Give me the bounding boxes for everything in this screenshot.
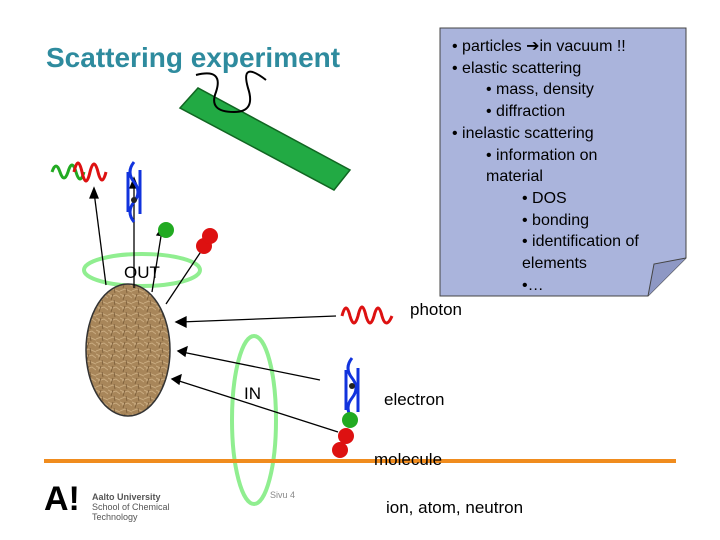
in-label: IN [244,384,261,403]
note-line: material [486,168,543,186]
molecule-top [158,222,218,254]
note-line: • elastic scattering [452,59,582,77]
in-ring [230,334,278,506]
note-line: • information on [486,146,598,164]
electron [344,357,360,419]
note-line: • DOS [522,189,567,207]
slide-number: Sivu 4 [270,490,296,500]
org-line-2: School of Chemical [92,502,170,512]
photon-wave-top-right [72,161,108,183]
out-ring [82,252,202,288]
note-line: • bonding [522,211,589,229]
electron-label: electron [384,390,445,409]
ion-atom-neutron-label: ion, atom, neutron [386,498,524,517]
note-line: • diffraction [486,103,566,121]
electron-top [126,161,142,223]
squiggle-line [195,70,267,114]
in-arrows [170,315,339,433]
note-line: • inelastic scattering [452,124,594,142]
note-text: • particles ➔in vacuum !! • elastic scatt… [452,36,639,296]
note-line: elements [522,255,587,273]
out-label: OUT [124,263,160,282]
org-line-1: Aalto University [92,492,161,502]
note-line: • mass, density [486,81,594,99]
org-name: Aalto University School of Chemical Tech… [92,492,170,522]
molecule [332,412,358,458]
org-line-3: Technology [92,512,138,522]
sample [85,283,171,417]
detector-bar [178,87,352,191]
photon-label: photon [410,300,462,319]
molecule-label: molecule [374,450,443,469]
note-line: • identification of [522,233,639,251]
note-box [439,27,687,297]
slide-title: Scattering experiment [46,42,341,73]
photon-wave-top-left [50,163,86,181]
photon-wave [340,305,394,325]
aalto-logo: A! [44,480,80,518]
note-line: •… [522,276,544,294]
note-line: • particles ➔in vacuum !! [452,38,626,55]
